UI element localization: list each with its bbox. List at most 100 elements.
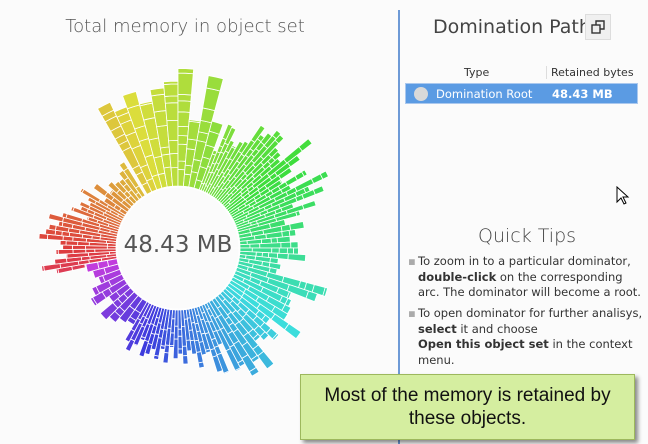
- sunburst-arc[interactable]: [41, 265, 45, 272]
- sunburst-arc[interactable]: [149, 87, 165, 97]
- sunburst-arc[interactable]: [72, 248, 87, 254]
- sunburst-arc[interactable]: [181, 345, 188, 357]
- sunburst-arc[interactable]: [259, 242, 282, 249]
- sunburst-arc[interactable]: [208, 120, 224, 135]
- sunburst-arc[interactable]: [55, 268, 60, 275]
- sunburst-arc[interactable]: [290, 241, 299, 249]
- sunburst-arc[interactable]: [182, 355, 189, 365]
- sunburst-arc[interactable]: [234, 367, 242, 373]
- sunburst-arc[interactable]: [166, 119, 179, 142]
- sunburst-arc[interactable]: [99, 302, 119, 321]
- sunburst-arc[interactable]: [177, 335, 183, 350]
- sunburst-arc[interactable]: [91, 285, 101, 297]
- sunburst-arc[interactable]: [177, 125, 190, 137]
- sunburst-arc[interactable]: [287, 253, 307, 262]
- domination-path-title: Domination Path: [433, 16, 591, 38]
- sunburst-arc[interactable]: [79, 187, 85, 194]
- sunburst-arc[interactable]: [150, 93, 167, 113]
- sunburst-arc[interactable]: [61, 244, 64, 250]
- sunburst-arc[interactable]: [211, 355, 224, 373]
- sunburst-arc[interactable]: [177, 72, 194, 96]
- sunburst-arc[interactable]: [283, 323, 302, 340]
- sunburst-arc[interactable]: [118, 161, 129, 172]
- sunburst-arc[interactable]: [286, 247, 295, 255]
- sunburst-arc[interactable]: [289, 220, 305, 231]
- sunburst-arc[interactable]: [205, 75, 224, 92]
- sunburst-arc[interactable]: [124, 328, 136, 343]
- panel-divider[interactable]: [398, 10, 400, 444]
- sunburst-arc[interactable]: [97, 101, 115, 117]
- sunburst-arc[interactable]: [163, 83, 179, 97]
- sunburst-arc[interactable]: [164, 95, 179, 104]
- sunburst-arc[interactable]: [164, 102, 179, 122]
- sunburst-arc[interactable]: [57, 248, 74, 255]
- sunburst-arc[interactable]: [276, 235, 291, 244]
- sunburst-arc[interactable]: [153, 354, 160, 361]
- sunburst-arc[interactable]: [61, 212, 68, 219]
- column-type[interactable]: Type: [464, 66, 490, 79]
- column-retained-bytes[interactable]: Retained bytes: [546, 66, 634, 79]
- sunburst-arc[interactable]: [177, 135, 189, 145]
- callout-tooltip: Most of the memory is retained by these …: [300, 374, 635, 440]
- sunburst-arc[interactable]: [89, 296, 98, 307]
- sunburst-arc[interactable]: [177, 94, 192, 102]
- copy-button[interactable]: [585, 14, 611, 40]
- sunburst-arc[interactable]: [276, 252, 289, 260]
- sunburst-arc[interactable]: [286, 154, 301, 168]
- sunburst-arc[interactable]: [249, 243, 261, 249]
- sunburst-arc[interactable]: [48, 223, 57, 231]
- sunburst-arc[interactable]: [322, 286, 329, 297]
- sunburst-arc[interactable]: [274, 146, 280, 152]
- row-retained: 48.43 MB: [552, 87, 613, 101]
- sunburst-arc[interactable]: [163, 80, 179, 85]
- sunburst-arc[interactable]: [177, 111, 191, 128]
- object-icon: [414, 87, 428, 101]
- sunburst-arc[interactable]: [305, 290, 318, 303]
- sunburst-arc[interactable]: [277, 167, 293, 180]
- sunburst-arc[interactable]: [177, 100, 192, 113]
- sunburst-arc[interactable]: [153, 110, 168, 128]
- sunburst-arc[interactable]: [85, 263, 89, 273]
- sunburst-arc[interactable]: [278, 247, 288, 255]
- sunburst-arc[interactable]: [55, 249, 59, 255]
- sunburst-arc[interactable]: [293, 247, 299, 255]
- sunburst-arc[interactable]: [116, 186, 240, 310]
- sunburst-arc[interactable]: [301, 169, 308, 177]
- sunburst-arc[interactable]: [298, 138, 313, 152]
- sunburst-arc[interactable]: [170, 167, 179, 187]
- sunburst-arc[interactable]: [65, 253, 68, 259]
- sunburst-arc[interactable]: [177, 328, 183, 337]
- sunburst-arc[interactable]: [70, 206, 75, 212]
- sunburst-arc[interactable]: [177, 309, 182, 330]
- sunburst-arc[interactable]: [223, 370, 230, 375]
- sunburst-arc[interactable]: [177, 68, 195, 75]
- sunburst-arc[interactable]: [177, 348, 184, 355]
- sunburst-arc[interactable]: [92, 182, 109, 197]
- sunburst-arc[interactable]: [301, 200, 317, 210]
- table-row[interactable]: Domination Root 48.43 MB: [405, 83, 638, 104]
- sunburst-arc[interactable]: [257, 350, 275, 370]
- sunburst-arc[interactable]: [271, 247, 280, 254]
- sunburst-arc[interactable]: [248, 366, 260, 377]
- sunburst-arc[interactable]: [169, 153, 179, 169]
- sunburst-arc[interactable]: [177, 160, 187, 171]
- sunburst-arc[interactable]: [280, 241, 292, 249]
- sunburst-arc[interactable]: [202, 87, 221, 112]
- sunburst-arc[interactable]: [168, 344, 175, 348]
- sunburst-arc[interactable]: [197, 361, 205, 369]
- sunburst-arc[interactable]: [288, 228, 297, 237]
- sunburst-arc[interactable]: [168, 139, 179, 155]
- sunburst-chart[interactable]: [0, 0, 398, 444]
- sunburst-arc[interactable]: [270, 237, 278, 244]
- sunburst-arc[interactable]: [312, 185, 325, 196]
- sunburst-arc[interactable]: [62, 244, 73, 250]
- sunburst-arc[interactable]: [319, 170, 329, 180]
- sunburst-arc[interactable]: [162, 352, 170, 364]
- sunburst-arc[interactable]: [48, 213, 65, 223]
- sunburst-arc[interactable]: [85, 248, 96, 254]
- sunburst-arc[interactable]: [271, 332, 280, 341]
- sunburst-arc[interactable]: [182, 363, 189, 366]
- tip-zoom: ▪To zoom in to a particular dominator,do…: [408, 254, 641, 299]
- sunburst-arc[interactable]: [295, 210, 301, 217]
- sunburst-arc[interactable]: [274, 134, 285, 145]
